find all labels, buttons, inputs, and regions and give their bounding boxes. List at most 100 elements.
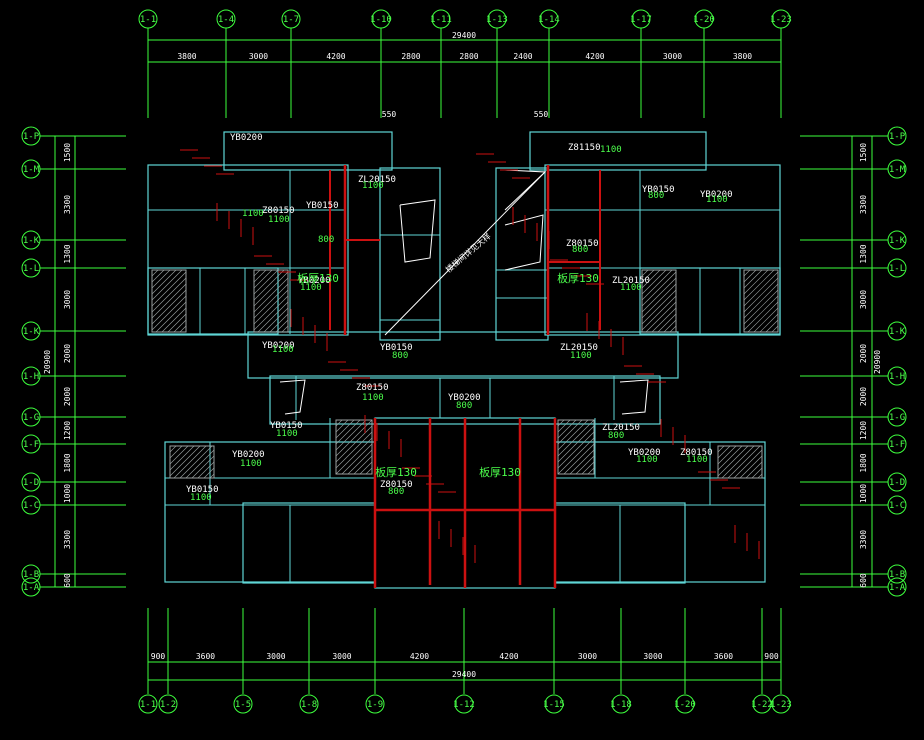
left-axis-label: 1-K xyxy=(23,236,40,246)
hatch-line xyxy=(353,455,373,475)
bottom-axis-bubble xyxy=(454,694,474,714)
hatch-line xyxy=(253,283,289,319)
left-axis-bubble xyxy=(21,434,41,454)
right-axis-bubble xyxy=(887,366,907,386)
right-dim: 1300 xyxy=(859,244,868,263)
hatch-line xyxy=(557,419,589,451)
left-axis-label: 1-A xyxy=(23,583,40,593)
hatch-line xyxy=(179,325,187,333)
left-dim: 3000 xyxy=(63,290,72,309)
beam-label: YB0200 xyxy=(262,341,295,351)
right-axis-label: 1-L xyxy=(889,264,905,274)
bottom-total-dim: 29400 xyxy=(452,670,476,679)
hatch-line xyxy=(641,269,649,277)
right-axis-label: 1-K xyxy=(889,327,906,337)
hatch-line xyxy=(151,283,187,319)
shaft-outline xyxy=(253,269,289,333)
wall xyxy=(164,441,376,583)
shaft-hatches xyxy=(151,269,779,479)
wall xyxy=(223,131,393,171)
hatch-line xyxy=(335,419,355,439)
top-dim: 2800 xyxy=(401,52,420,61)
top-axis-bubble xyxy=(631,9,651,29)
hatch-line xyxy=(739,455,763,479)
left-axis-bubble xyxy=(21,472,41,492)
stair-run xyxy=(619,379,649,415)
wall xyxy=(247,331,679,379)
beam-label: 1100 xyxy=(300,283,322,293)
top-axis-bubble xyxy=(771,9,791,29)
right-axis-label: 1-P xyxy=(889,132,906,142)
hatch-line xyxy=(753,307,779,333)
beam-label: 800 xyxy=(392,351,408,361)
hatch-line xyxy=(347,449,373,475)
hatch-line xyxy=(587,467,595,475)
hatch-line xyxy=(161,307,187,333)
wall xyxy=(554,441,766,583)
right-dim: 2000 xyxy=(859,344,868,363)
hatch-line xyxy=(151,289,187,325)
beam-label: 1100 xyxy=(362,181,384,191)
wall xyxy=(639,267,781,335)
slab-thickness-label: 板厚130 xyxy=(297,271,339,285)
beam-label: Z81150 xyxy=(568,143,601,153)
right-axis-bubble xyxy=(887,564,907,584)
top-axis-bubble xyxy=(138,9,158,29)
stair-label: 楼梯间详见大样 xyxy=(443,231,492,275)
right-axis-bubble xyxy=(887,577,907,597)
bottom-axis-label: 1-12 xyxy=(453,700,475,710)
left-dim: 1200 xyxy=(63,421,72,440)
left-axis-label: 1-D xyxy=(23,478,39,488)
wall-outlines xyxy=(147,131,781,589)
bottom-dim: 3000 xyxy=(266,652,285,661)
hatch-line xyxy=(757,473,763,479)
top-axis-label: 1-1 xyxy=(140,15,156,25)
hatch-line xyxy=(359,461,373,475)
left-dim: 600 xyxy=(63,573,72,588)
hatch-line xyxy=(179,445,213,479)
hatch-line xyxy=(191,455,215,479)
bottom-dim: 3600 xyxy=(714,652,733,661)
right-dim: 2000 xyxy=(859,387,868,406)
hatch-line xyxy=(151,269,183,301)
bottom-dim: 900 xyxy=(764,652,779,661)
hatch-line xyxy=(151,277,187,313)
top-dim: 3000 xyxy=(663,52,682,61)
right-axis-label: 1-G xyxy=(889,413,905,423)
hatch-line xyxy=(253,269,267,283)
left-axis-label: 1-P xyxy=(23,132,40,142)
right-axis-bubble xyxy=(887,159,907,179)
bottom-axis-label: 1-1 xyxy=(140,700,156,710)
hatch-line xyxy=(169,445,183,459)
right-axis-label: 1-F xyxy=(889,440,905,450)
left-axis-label: 1-G xyxy=(23,413,39,423)
hatch-line xyxy=(203,467,215,479)
hatch-line xyxy=(341,443,373,475)
left-axis-bubble xyxy=(21,577,41,597)
left-dim: 1500 xyxy=(63,143,72,162)
hatch-line xyxy=(557,419,577,439)
top-axis-label: 1-14 xyxy=(538,15,560,25)
right-dim: 3300 xyxy=(859,530,868,549)
top-axis-bubble xyxy=(431,9,451,29)
hatch-line xyxy=(253,269,285,301)
right-dim: 1000 xyxy=(859,484,868,503)
beam-label: 1100 xyxy=(570,351,592,361)
hatch-line xyxy=(335,437,373,475)
hatch-line xyxy=(257,301,289,333)
beam-label: ZL20150 xyxy=(358,175,396,185)
beam-label: 1100 xyxy=(706,195,728,205)
hatch-line xyxy=(253,295,289,331)
beam-label: YB0200 xyxy=(230,133,263,143)
hatch-line xyxy=(717,445,731,459)
beam-label: YB0150 xyxy=(270,421,303,431)
beam-label: YB0150 xyxy=(380,343,413,353)
hatch-line xyxy=(169,445,195,471)
beam-label: 800 xyxy=(456,401,472,411)
left-axis-label: 1-C xyxy=(23,501,39,511)
hatch-line xyxy=(751,467,763,479)
left-dim: 1300 xyxy=(63,244,72,263)
hatch-line xyxy=(197,461,215,479)
hatch-line xyxy=(743,289,779,325)
